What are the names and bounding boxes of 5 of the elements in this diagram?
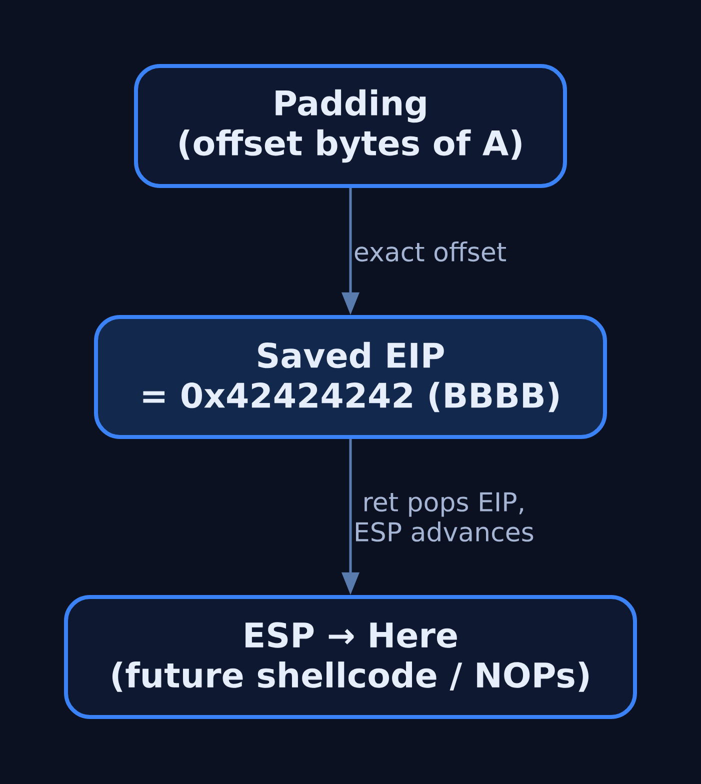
process-box: Padding (offset bytes of A) bbox=[134, 64, 567, 188]
process-box: ESP → Here (future shellcode / NOPs) bbox=[64, 595, 637, 719]
edge-label: exact offset bbox=[352, 240, 508, 263]
process-box: Saved EIP = 0x42424242 (BBBB) bbox=[94, 315, 607, 439]
edge-label: ret pops EIP, ESP advances bbox=[352, 491, 536, 543]
